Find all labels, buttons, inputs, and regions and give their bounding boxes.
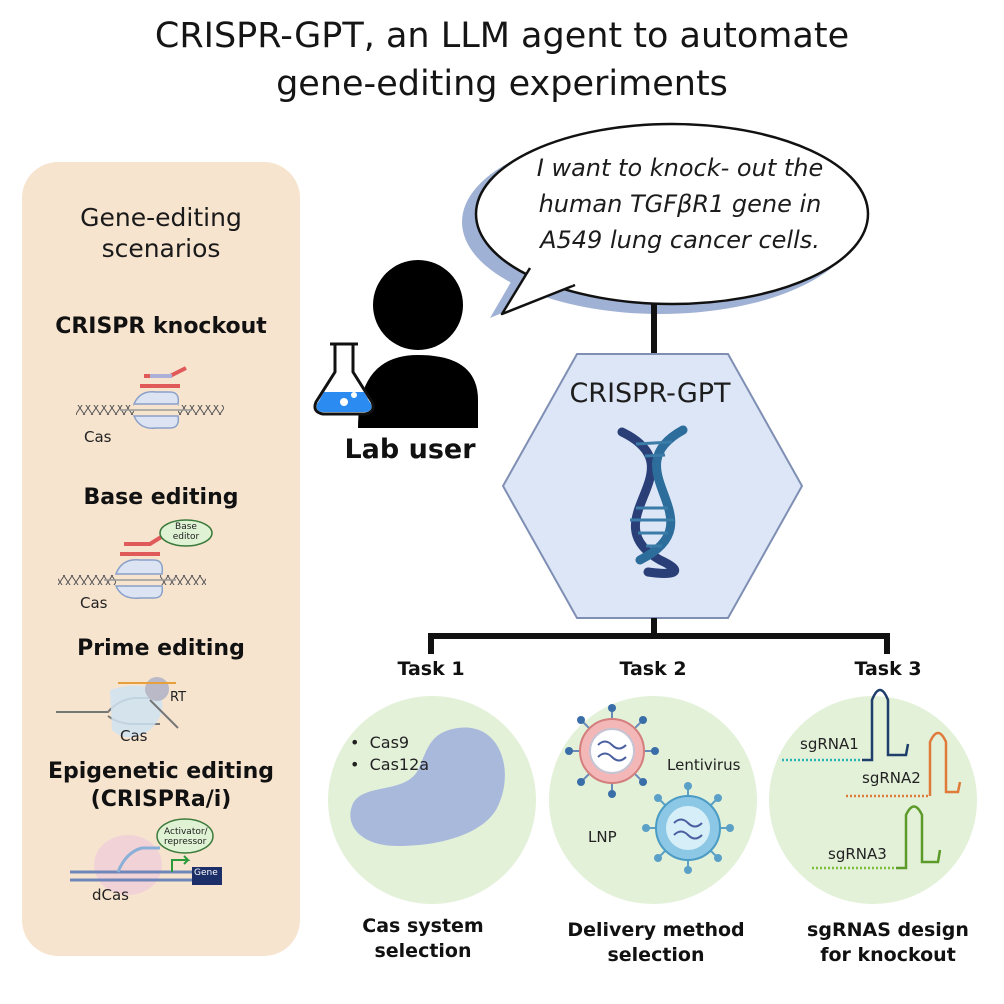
lab-user-label: Lab user [344, 434, 476, 465]
knockout-cas-label: Cas [84, 428, 112, 446]
task-2-circle [549, 696, 757, 904]
user-request-text: I want to knock- out the human TGFβR1 ge… [480, 150, 880, 258]
scenario-base-editing: Base editing [83, 485, 239, 510]
sgrna1-label: sgRNA1 [800, 735, 859, 753]
task-3-caption: sgRNAS design for knockout [783, 918, 993, 968]
speech-line-1: I want to knock- out the [536, 154, 824, 182]
dna-helix-icon [617, 425, 688, 578]
flask-icon [313, 342, 375, 416]
cas-option: • Cas9 [350, 733, 410, 752]
task-3-caption-line-1: sgRNAS design [807, 919, 969, 941]
task-2-caption-line-1: Delivery method [567, 919, 745, 941]
cas-protein-blob [350, 727, 505, 846]
lnp-label: LNP [588, 828, 617, 846]
task-2-caption: Delivery method selection [551, 918, 761, 968]
title-line-1: CRISPR-GPT, an LLM agent to automate [154, 16, 850, 56]
activator-repressor-tag: Activator/ repressor [164, 827, 208, 847]
scenarios-heading-line-2: scenarios [101, 234, 221, 263]
cas-option-cas9: Cas9 [369, 733, 410, 752]
cas-option-cas12a: Cas12a [369, 755, 430, 774]
epigenetic-line-2: (CRISPRa/i) [90, 787, 232, 812]
task-3-caption-line-2: for knockout [820, 944, 956, 966]
task-1-caption-line-2: selection [374, 940, 472, 962]
speech-line-3: A549 lung cancer cells. [540, 226, 820, 254]
knockout-illustration [76, 366, 224, 429]
epigenetic-illustration [70, 818, 222, 895]
scenarios-heading-line-1: Gene-editing [80, 203, 242, 232]
agent-name: CRISPR-GPT [569, 378, 731, 409]
sgrna3-label: sgRNA3 [828, 845, 887, 863]
task-1-caption-line-1: Cas system [362, 915, 484, 937]
task-2-label: Task 2 [619, 658, 687, 680]
cas-option: • Cas12a [350, 755, 430, 774]
gene-label: Gene [194, 868, 218, 878]
task-3-circle [769, 696, 977, 904]
speech-line-2: human TGFβR1 gene in [538, 190, 822, 218]
base-editing-cas-label: Cas [80, 594, 108, 612]
prime-editing-cas-label: Cas [120, 727, 148, 745]
epigenetic-line-1: Epigenetic editing [47, 759, 274, 784]
title-line-2: gene-editing experiments [276, 64, 728, 104]
speech-bubble [462, 122, 870, 318]
base-editor-tag: Base editor [168, 522, 204, 542]
lab-user-icon [358, 260, 478, 428]
base-editor-tag-line-2: editor [172, 532, 200, 542]
lentivirus-label: Lentivirus [667, 756, 741, 774]
task-3-label: Task 3 [854, 658, 922, 680]
prime-editing-illustration [56, 677, 179, 738]
scenario-epigenetic-editing: Epigenetic editing (CRISPRa/i) [22, 758, 300, 814]
base-editing-illustration [58, 519, 213, 599]
crispr-gpt-hexagon [501, 353, 804, 619]
lentivirus-icon [565, 704, 659, 798]
lnp-icon [642, 782, 734, 874]
base-editor-tag-line-1: Base [175, 522, 197, 532]
scenarios-panel [22, 162, 300, 956]
epigenetic-dcas-label: dCas [92, 886, 130, 904]
scenarios-heading: Gene-editing scenarios [22, 202, 300, 264]
task-tree-connector [428, 618, 890, 654]
sgrna1-icon [782, 688, 910, 762]
activator-tag-line-1: Activator/ [164, 827, 208, 837]
activator-tag-line-2: repressor [164, 837, 207, 847]
task-1-caption: Cas system selection [318, 914, 528, 964]
scenario-prime-editing: Prime editing [77, 636, 245, 661]
sgrna2-label: sgRNA2 [862, 769, 921, 787]
prime-editing-rt-label: RT [170, 690, 187, 705]
sgrna2-icon [846, 731, 962, 798]
scenario-crispr-knockout: CRISPR knockout [55, 314, 267, 339]
sgrna3-icon [812, 805, 942, 870]
figure-title: CRISPR-GPT, an LLM agent to automate gen… [0, 12, 1004, 108]
task-1-label: Task 1 [397, 658, 465, 680]
cas-options-list: • Cas9 • Cas12a [350, 732, 429, 776]
task-2-caption-line-2: selection [607, 944, 705, 966]
